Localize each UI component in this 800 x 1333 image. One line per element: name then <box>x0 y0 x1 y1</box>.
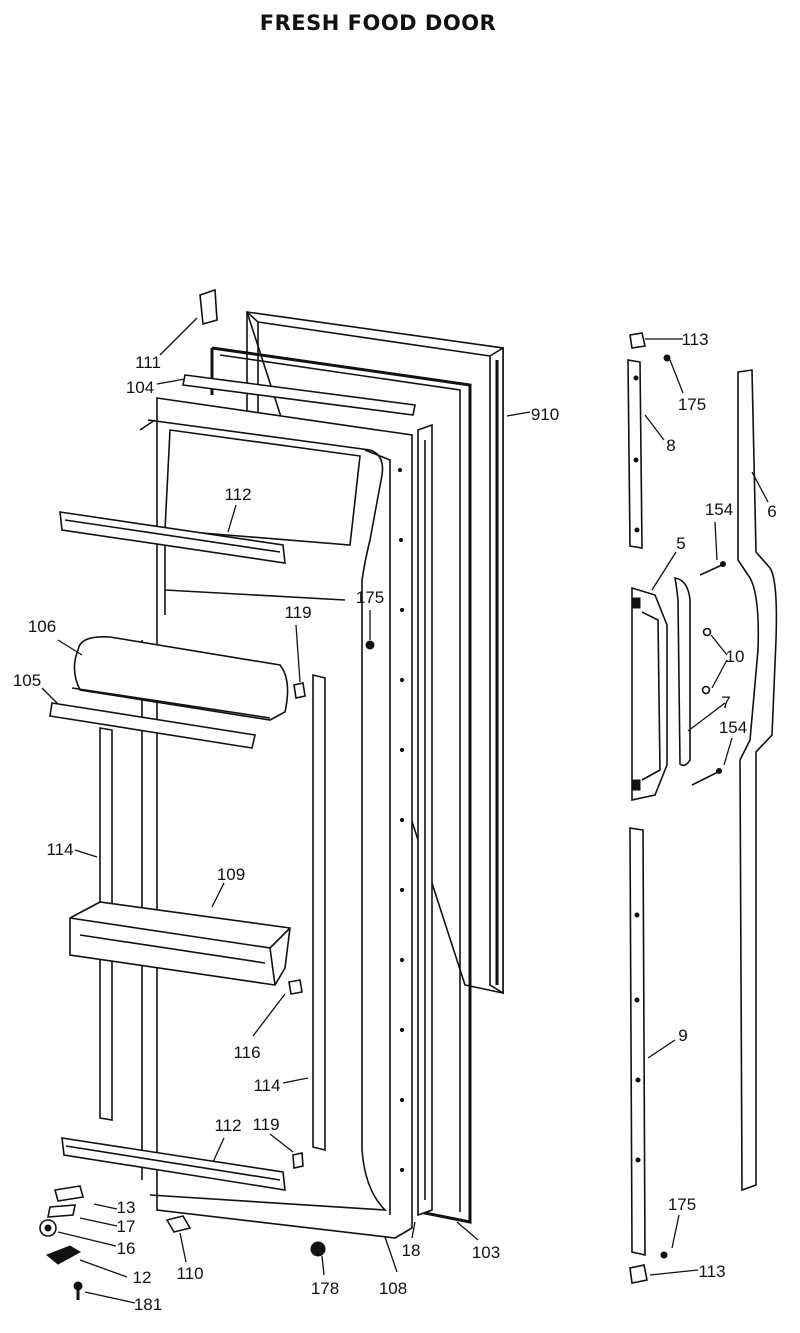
callout-119-lower: 119 <box>252 1115 279 1134</box>
handle-end-cap-top <box>629 332 646 349</box>
liner-screw-holes <box>397 467 405 1173</box>
callout-178: 178 <box>311 1279 339 1298</box>
callout-8: 8 <box>666 436 675 455</box>
callout-112-lower: 112 <box>214 1116 241 1135</box>
top-trim-strip <box>182 374 416 416</box>
callout-9: 9 <box>678 1026 687 1045</box>
callout-16: 16 <box>117 1239 136 1258</box>
callout-154-lower: 154 <box>719 718 747 737</box>
dairy-compartment <box>71 635 289 721</box>
callout-105: 105 <box>13 671 41 690</box>
leader-lines <box>41 317 769 1304</box>
handle-insert <box>674 577 691 767</box>
hinge-cover <box>199 288 218 326</box>
lower-shelf-rail <box>61 1137 286 1191</box>
callout-104: 104 <box>126 378 154 397</box>
diagram-title: FRESH FOOD DOOR <box>260 11 496 35</box>
breaker-strip-frame <box>417 423 433 1217</box>
callout-175-top: 175 <box>678 395 706 414</box>
handle-mount-lower <box>629 827 646 1257</box>
callout-106: 106 <box>28 617 56 636</box>
callout-114-right: 114 <box>253 1076 280 1095</box>
handle-mount-upper <box>627 359 643 549</box>
shelf-clips <box>288 640 375 1169</box>
callout-119-upper: 119 <box>284 603 311 622</box>
callout-110: 110 <box>176 1264 203 1283</box>
callout-17: 17 <box>117 1217 136 1236</box>
callout-7: 7 <box>721 693 730 712</box>
callout-175-liner: 175 <box>356 588 384 607</box>
callout-18: 18 <box>402 1241 421 1260</box>
callout-175-bottom: 175 <box>668 1195 696 1214</box>
callout-109: 109 <box>217 865 245 884</box>
loose-hardware <box>39 1185 326 1300</box>
callout-13: 13 <box>117 1198 136 1217</box>
shelf-support-right <box>312 673 326 1152</box>
callout-108: 108 <box>379 1279 407 1298</box>
callout-181: 181 <box>134 1295 162 1314</box>
callout-103: 103 <box>472 1243 500 1262</box>
callout-910: 910 <box>531 405 559 424</box>
callout-116: 116 <box>233 1043 260 1062</box>
callout-6: 6 <box>767 502 776 521</box>
inner-door-liner <box>139 397 413 1239</box>
handle-screws <box>660 354 726 1259</box>
callout-113-bottom: 113 <box>698 1262 725 1281</box>
handle-end-cap-bottom <box>629 1264 648 1284</box>
callout-labels: 111 104 910 112 119 175 106 105 114 109 … <box>13 330 777 1314</box>
callout-5: 5 <box>676 534 685 553</box>
door-handle <box>631 586 668 801</box>
callout-113-top: 113 <box>681 330 708 349</box>
door-shelf-bin <box>69 901 291 986</box>
callout-111: 111 <box>135 353 161 372</box>
callout-114-left: 114 <box>46 840 73 859</box>
callout-10: 10 <box>726 647 745 666</box>
callout-12: 12 <box>133 1268 152 1287</box>
callout-154-upper: 154 <box>705 500 733 519</box>
door-trim-rail <box>737 369 778 1192</box>
dairy-door <box>49 702 256 749</box>
upper-shelf-rail <box>59 511 286 564</box>
callout-112-upper: 112 <box>224 485 251 504</box>
